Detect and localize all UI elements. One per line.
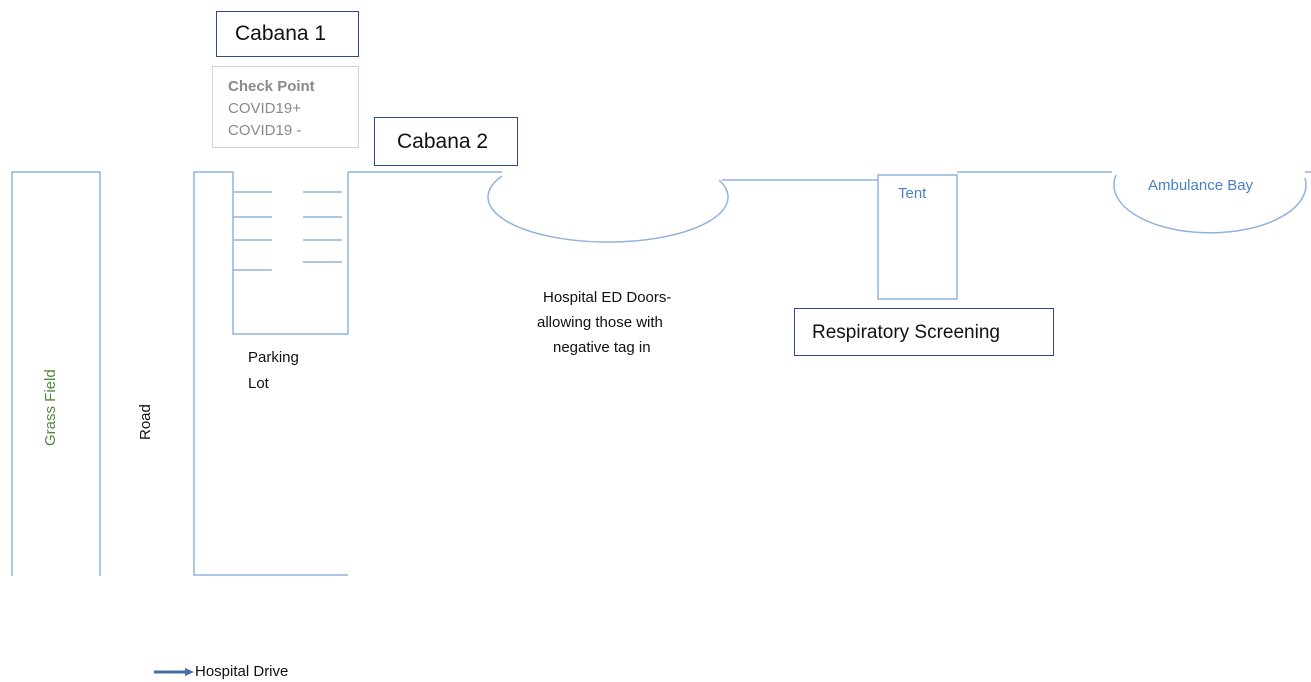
cabana-2-box: Cabana 2 bbox=[374, 117, 518, 166]
cabana-1-label: Cabana 1 bbox=[235, 22, 327, 45]
ambulance-bay-label: Ambulance Bay bbox=[1148, 177, 1254, 194]
checkpoint-negative: COVID19 - bbox=[228, 122, 302, 139]
ed-doors-label-2: allowing those with bbox=[537, 314, 663, 331]
parking-lot-label-2: Lot bbox=[248, 375, 269, 392]
tent-shape bbox=[877, 174, 958, 300]
checkpoint-positive: COVID19+ bbox=[228, 100, 301, 117]
grass-field-outline bbox=[11, 171, 101, 576]
cabana-1-box: Cabana 1 bbox=[216, 11, 359, 57]
tent-label: Tent bbox=[898, 185, 927, 202]
cabana-2-label: Cabana 2 bbox=[397, 130, 489, 153]
ed-doors-arc bbox=[487, 175, 729, 243]
grass-field-label: Grass Field bbox=[42, 369, 59, 446]
checkpoint-title: Check Point bbox=[228, 78, 315, 95]
respiratory-screening-box: Respiratory Screening bbox=[794, 308, 1054, 356]
hospital-drive-legend-label: Hospital Drive bbox=[195, 663, 289, 680]
respiratory-screening-label: Respiratory Screening bbox=[812, 322, 1000, 343]
hospital-drive-arrow bbox=[154, 668, 194, 676]
parking-lot-outline bbox=[193, 171, 349, 576]
ambulance-bay-arc bbox=[1113, 174, 1307, 234]
checkpoint-box: Check Point COVID19+ COVID19 - bbox=[212, 66, 359, 148]
ed-doors-label-3: negative tag in bbox=[553, 339, 651, 356]
parking-lot-label-1: Parking bbox=[248, 349, 299, 366]
ed-doors-label-1: Hospital ED Doors- bbox=[543, 289, 672, 306]
road-label: Road bbox=[137, 404, 154, 440]
